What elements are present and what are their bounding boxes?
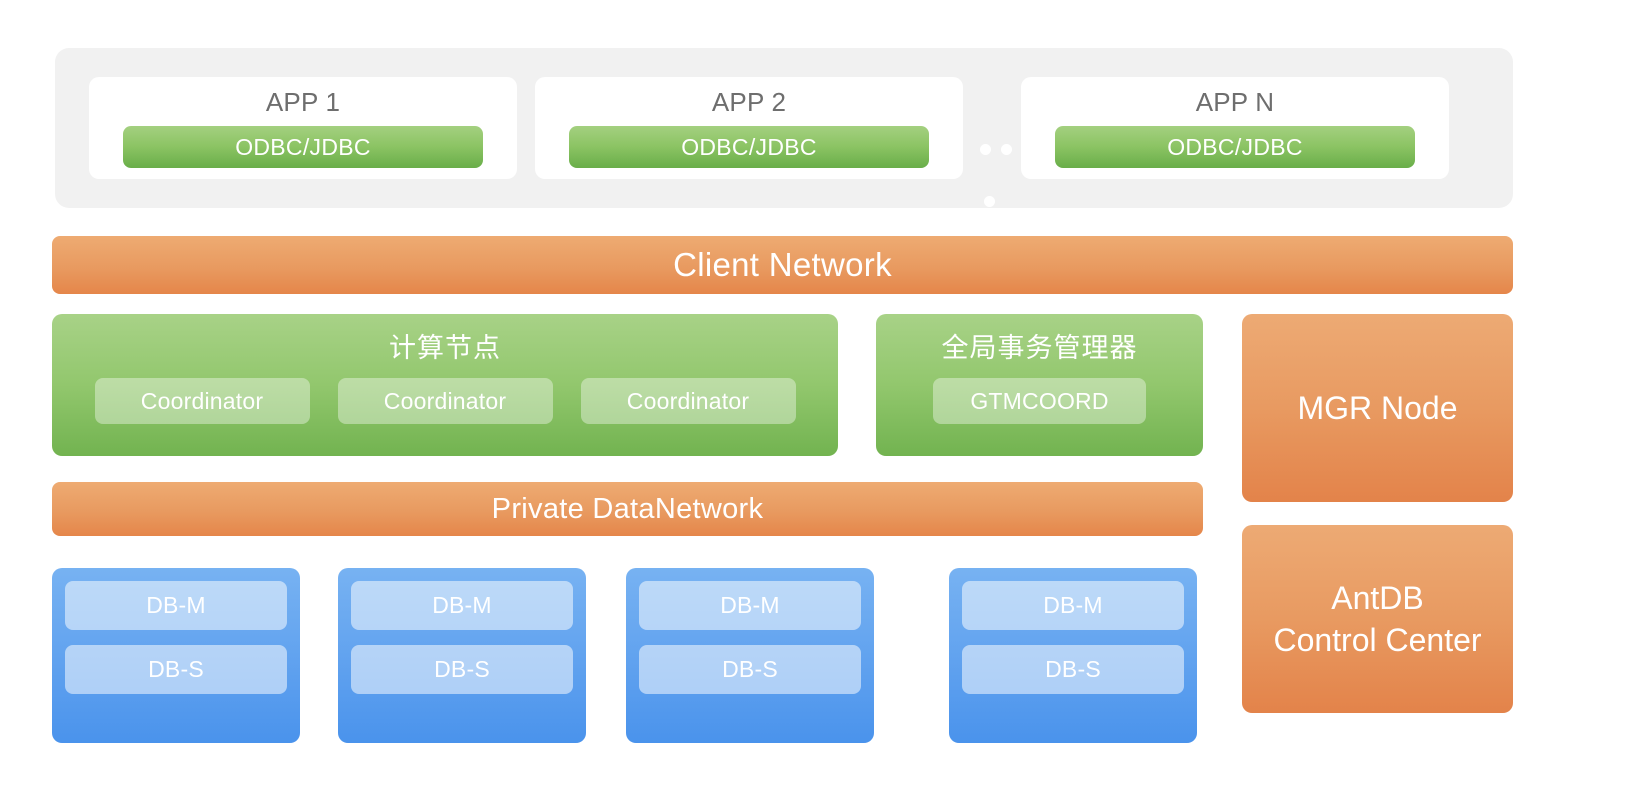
db-node-4: DB-M DB-S [949, 568, 1197, 743]
compute-node-title: 计算节点 [389, 333, 501, 363]
coordinator-chip-3: Coordinator [580, 378, 796, 424]
app-layer-panel: APP 1 ODBC/JDBC APP 2 ODBC/JDBC APP N OD… [55, 48, 1513, 208]
gtm-node-title: 全局事务管理器 [941, 333, 1138, 363]
ellipsis-dot-3 [984, 196, 995, 207]
coordinator-chip-row: Coordinator Coordinator Coordinator [52, 378, 838, 424]
ellipsis-dot-lower-icon [984, 196, 996, 208]
db-node-1: DB-M DB-S [52, 568, 300, 743]
app-card-2[interactable]: APP 2 ODBC/JDBC [535, 77, 963, 179]
control-center-line-2: Control Center [1273, 622, 1482, 658]
db-slave-chip-2: DB-S [351, 645, 573, 694]
ellipsis-dot-2 [1001, 144, 1012, 155]
db-slave-chip-1: DB-S [65, 645, 287, 694]
coordinator-chip-2: Coordinator [337, 378, 553, 424]
app-title-2: APP 2 [711, 87, 787, 117]
private-data-network-bar: Private DataNetwork [52, 482, 1203, 536]
gtmcoord-chip: GTMCOORD [933, 378, 1146, 424]
odbc-jdbc-connector-2[interactable]: ODBC/JDBC [569, 126, 929, 168]
db-node-3: DB-M DB-S [626, 568, 874, 743]
db-slave-chip-4: DB-S [962, 645, 1184, 694]
mgr-node-block: MGR Node [1242, 314, 1513, 502]
app-title-n: APP N [1195, 87, 1275, 117]
db-master-chip-3: DB-M [639, 581, 861, 630]
control-center-label: AntDB Control Center [1273, 577, 1481, 661]
antdb-control-center-block: AntDB Control Center [1242, 525, 1513, 713]
db-master-chip-4: DB-M [962, 581, 1184, 630]
control-center-line-1: AntDB [1331, 580, 1424, 616]
db-slave-chip-3: DB-S [639, 645, 861, 694]
app-title-1: APP 1 [265, 87, 341, 117]
ellipsis-dots-icon [980, 144, 1016, 156]
compute-node-block: 计算节点 Coordinator Coordinator Coordinator [52, 314, 838, 456]
mgr-node-label: MGR Node [1297, 389, 1458, 426]
app-card-n[interactable]: APP N ODBC/JDBC [1021, 77, 1449, 179]
coordinator-chip-1: Coordinator [94, 378, 310, 424]
odbc-jdbc-connector-n[interactable]: ODBC/JDBC [1055, 126, 1415, 168]
db-node-2: DB-M DB-S [338, 568, 586, 743]
odbc-jdbc-connector-1[interactable]: ODBC/JDBC [123, 126, 483, 168]
global-transaction-manager-block: 全局事务管理器 GTMCOORD [876, 314, 1203, 456]
app-card-1[interactable]: APP 1 ODBC/JDBC [89, 77, 517, 179]
ellipsis-dot-1 [980, 144, 991, 155]
db-master-chip-1: DB-M [65, 581, 287, 630]
client-network-bar: Client Network [52, 236, 1513, 294]
db-master-chip-2: DB-M [351, 581, 573, 630]
gtmcoord-chip-row: GTMCOORD [876, 378, 1203, 424]
